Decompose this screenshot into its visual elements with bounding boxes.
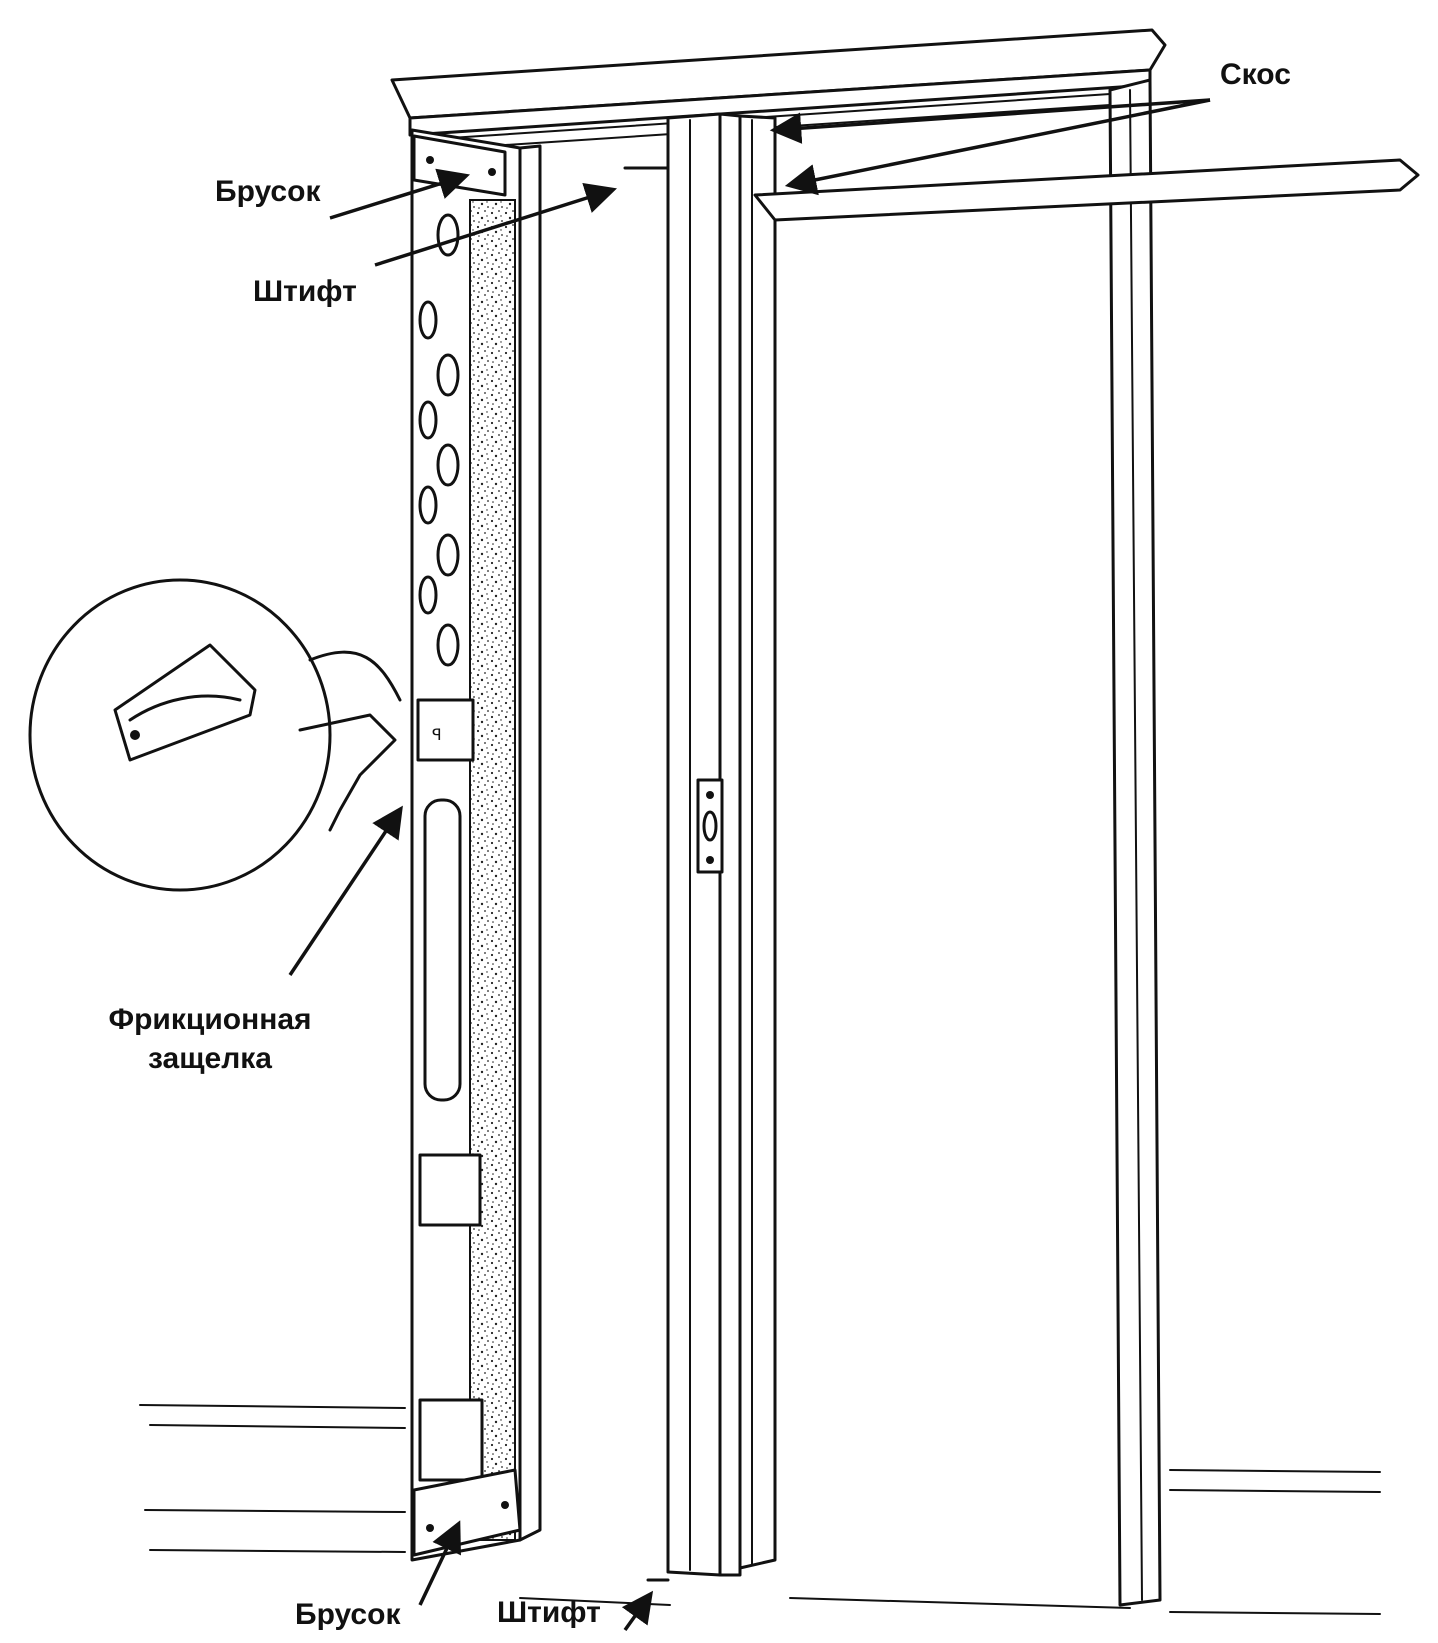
label-friction-latch-line2: защелка	[148, 1042, 272, 1075]
label-shtift-top: Штифт	[253, 275, 357, 308]
label-brusok-top: Брусок	[215, 175, 321, 208]
label-brusok-bottom: Брусок	[295, 1598, 401, 1631]
right-jamb	[1108, 78, 1162, 1607]
label-friction-latch: Фрикционная защелка	[95, 1000, 325, 1078]
latch-plate-lower	[418, 1398, 484, 1482]
label-skos: Скос	[1220, 58, 1291, 91]
baseboard-lines	[139, 1404, 1381, 1615]
annotation-arrows	[288, 98, 1211, 1632]
label-shtift-bottom: Штифт	[497, 1596, 601, 1629]
svg-text:ꟼ: ꟼ	[432, 725, 442, 744]
stud-holes	[418, 213, 460, 667]
frame-slot	[423, 798, 462, 1102]
latch-detail-magnifier	[28, 578, 402, 892]
latch-plate-upper	[416, 698, 475, 762]
door-leaf	[623, 112, 777, 1582]
latch-plate-middle	[418, 1153, 482, 1227]
label-friction-latch-line1: Фрикционная	[108, 1003, 312, 1036]
bevel-stick	[753, 158, 1420, 222]
pocket-frame-left: ꟼ	[410, 128, 542, 1562]
